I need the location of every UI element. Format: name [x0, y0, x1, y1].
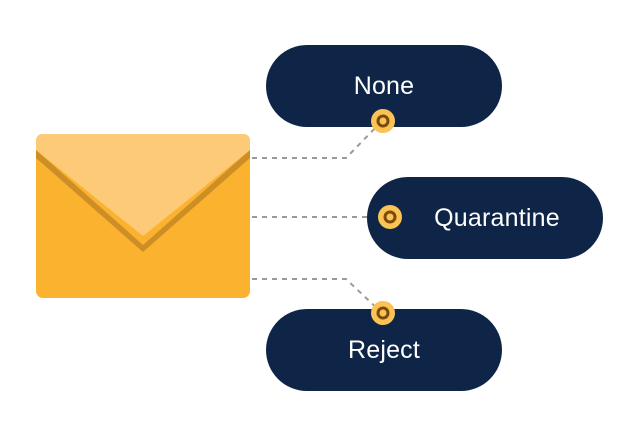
option-reject-label: Reject [347, 335, 421, 364]
envelope-icon [36, 134, 250, 298]
option-quarantine-pill: Quarantine [367, 177, 603, 259]
option-none-pill: None [266, 45, 502, 127]
option-reject-pill: Reject [266, 309, 502, 391]
connector-line-reject [252, 278, 383, 314]
option-quarantine-label: Quarantine [434, 203, 560, 232]
connector-line-none [252, 120, 383, 159]
option-none-label: None [353, 71, 415, 100]
